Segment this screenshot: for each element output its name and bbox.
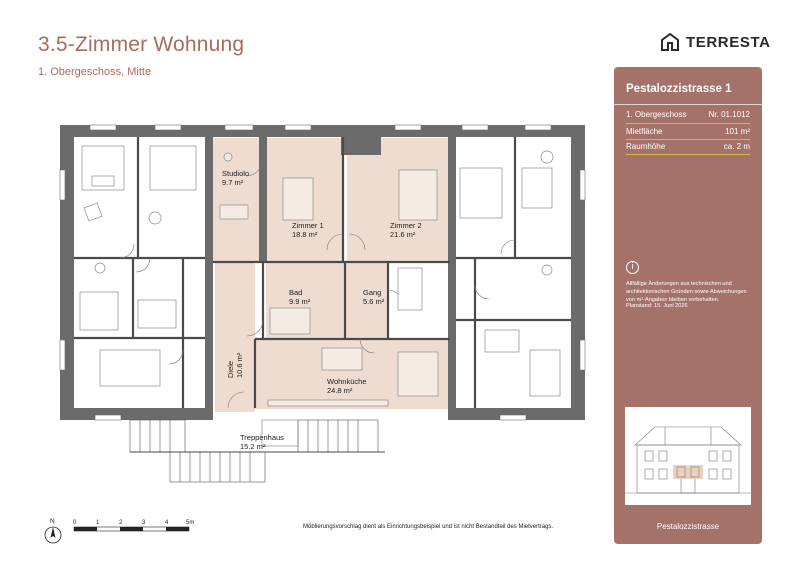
room-label-treppenhaus: Treppenhaus (240, 433, 284, 442)
scale-tick-3: 3 (142, 520, 146, 526)
door-swings (119, 159, 516, 409)
room-area-treppenhaus: 15.2 m² (240, 442, 266, 451)
scale-bar: 0 1 2 3 4 5m (73, 520, 194, 532)
north-arrow-icon: N (44, 518, 62, 544)
room-label-diele-group: Diele 10.6 m² (226, 352, 244, 378)
house-outline-icon (661, 33, 679, 51)
area-value: 101 m² (725, 127, 750, 136)
unit-number: Nr. 01.1012 (708, 110, 750, 119)
room-label-wohnkueche: Wohnküche (327, 377, 366, 386)
apartment-area (209, 138, 450, 412)
info-icon: i (626, 261, 639, 274)
row-separator (626, 139, 750, 140)
compass-letter: N (50, 518, 55, 525)
floor-row: 1. Obergeschoss Nr. 01.1012 (626, 110, 750, 119)
scale-tick-5: 5m (186, 520, 194, 526)
panel-street: Pestalozzistrasse 1 (626, 83, 732, 95)
brand-name: TERRESTA (686, 33, 771, 51)
height-row: Raumhöhe ca. 2 m (626, 142, 750, 151)
height-value: ca. 2 m (723, 142, 750, 151)
furniture (79, 145, 561, 407)
scale-tick-0: 0 (73, 520, 77, 526)
building-elevation-drawing (625, 426, 751, 494)
room-label-diele: Diele (226, 361, 235, 378)
room-area-wohnkueche: 24.8 m² (327, 386, 353, 395)
area-label: Mietfläche (626, 127, 663, 136)
room-label-zimmer-2: Zimmer 2 (390, 221, 422, 230)
panel-divider (614, 104, 762, 105)
scale-tick-1: 1 (96, 520, 100, 526)
scale-tick-2: 2 (119, 520, 123, 526)
room-area-bad: 9.9 m² (289, 297, 311, 306)
room-area-diele: 10.6 m² (235, 352, 244, 378)
info-panel: Pestalozzistrasse 1 1. Obergeschoss Nr. … (614, 67, 762, 544)
room-label-zimmer-1: Zimmer 1 (292, 221, 324, 230)
furnishing-disclaimer: Möblierungsvorschlag dient als Einrichtu… (303, 524, 554, 530)
building-caption: Pestalozzistrasse (656, 522, 720, 531)
room-area-zimmer-2: 21.6 m² (390, 230, 416, 239)
interior-walls (74, 137, 571, 408)
row-separator (626, 123, 750, 124)
page-subtitle: 1. Obergeschoss, Mitte (38, 66, 152, 78)
room-labels: Studiolo 9.7 m² Zimmer 1 18.8 m² Zimmer … (222, 169, 422, 451)
windows (59, 124, 586, 421)
room-area-zimmer-1: 18.8 m² (292, 230, 318, 239)
room-label-bad: Bad (289, 288, 302, 297)
building-thumbnail (625, 407, 751, 505)
height-label: Raumhöhe (626, 142, 666, 151)
scale-tick-4: 4 (165, 520, 169, 526)
plan-date: Planstand: 15. Juni 2026 (626, 303, 688, 309)
change-notice: Allfällige Änderungen aus technischen un… (626, 281, 747, 304)
room-label-studiolo: Studiolo (222, 169, 249, 178)
floor-label: 1. Obergeschoss (626, 110, 687, 119)
staircase (129, 419, 385, 483)
room-label-gang: Gang (363, 288, 381, 297)
room-area-studiolo: 9.7 m² (222, 178, 244, 187)
room-area-gang: 5.6 m² (363, 297, 385, 306)
area-row: Mietfläche 101 m² (626, 127, 750, 136)
brand-logo: TERRESTA (660, 33, 771, 51)
row-separator (626, 154, 750, 155)
page-title: 3.5-Zimmer Wohnung (38, 33, 245, 56)
exterior-walls (60, 125, 585, 420)
